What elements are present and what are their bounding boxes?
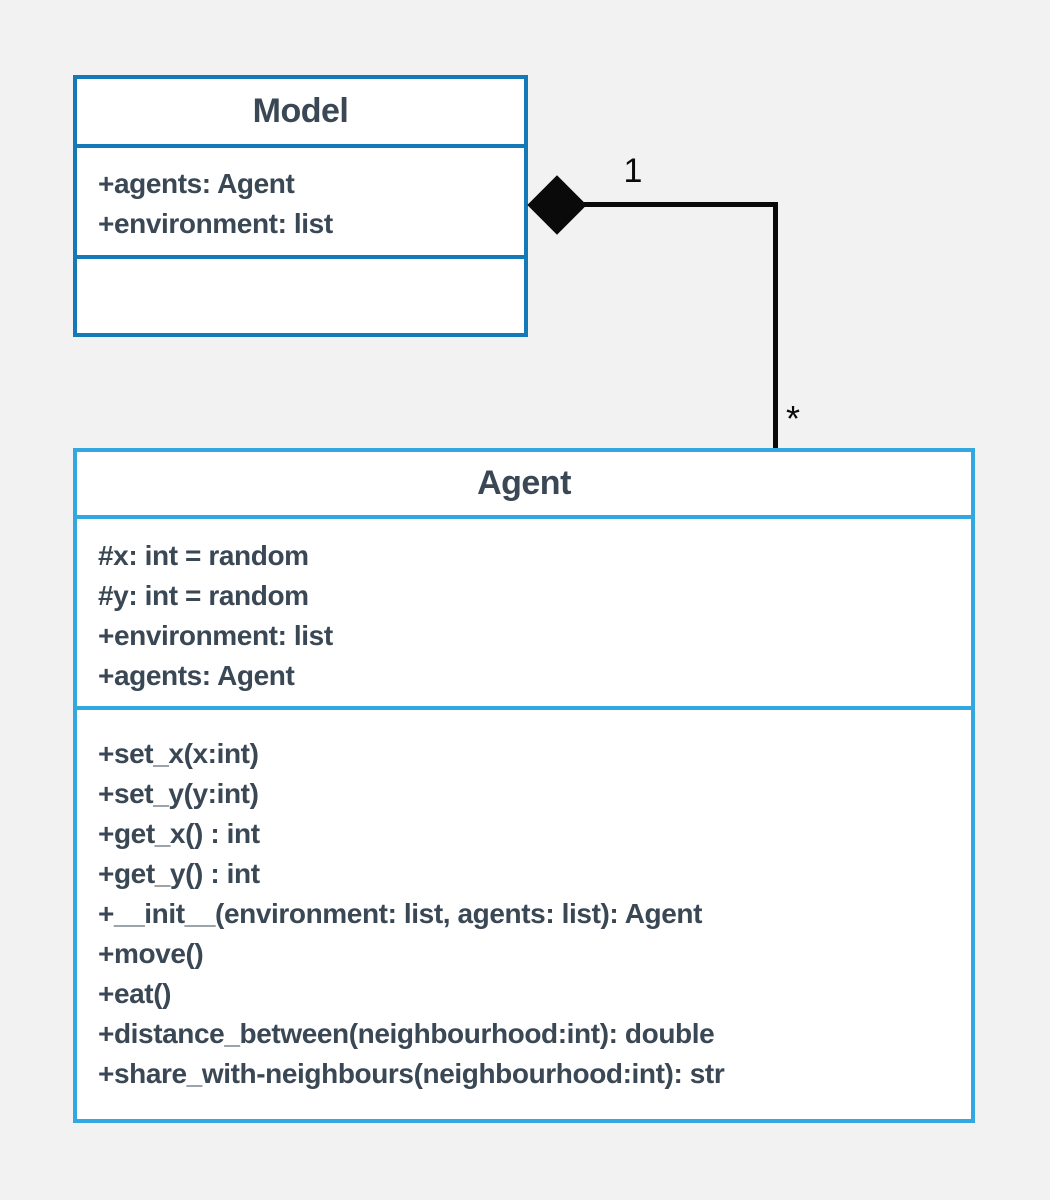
agent-methods-compartment: +set_x(x:int) +set_y(y:int) +get_x() : i… [77, 710, 971, 1119]
agent-method: +get_x() : int [98, 818, 260, 849]
agent-attribute: +environment: list [98, 620, 333, 651]
class-box-model[interactable]: Model +agents: Agent +environment: list [73, 75, 528, 337]
agent-method: +distance_between(neighbourhood:int): do… [98, 1018, 715, 1049]
connector-vertical-segment [773, 202, 778, 448]
agent-attributes-compartment: #x: int = random #y: int = random +envir… [77, 519, 971, 710]
agent-method: +set_x(x:int) [98, 738, 259, 769]
multiplicity-label-many: * [786, 398, 801, 439]
agent-attribute: #y: int = random [98, 580, 309, 611]
model-methods-compartment [77, 259, 524, 333]
class-title-agent: Agent [77, 452, 971, 519]
agent-method: +share_with-neighbours(neighbourhood:int… [98, 1058, 725, 1089]
agent-attribute: #x: int = random [98, 540, 309, 571]
model-attribute: +environment: list [98, 208, 333, 239]
class-box-agent[interactable]: Agent #x: int = random #y: int = random … [73, 448, 975, 1123]
agent-method: +__init__(environment: list, agents: lis… [98, 898, 703, 929]
agent-attribute: +agents: Agent [98, 660, 295, 691]
model-attribute: +agents: Agent [98, 168, 295, 199]
multiplicity-label-one: 1 [623, 152, 643, 190]
agent-method: +move() [98, 938, 204, 969]
model-attributes-compartment: +agents: Agent +environment: list [77, 148, 524, 259]
agent-method: +eat() [98, 978, 172, 1009]
class-title-model: Model [77, 79, 524, 148]
connector-horizontal-segment [557, 202, 778, 207]
agent-method: +set_y(y:int) [98, 778, 259, 809]
agent-method: +get_y() : int [98, 858, 260, 889]
